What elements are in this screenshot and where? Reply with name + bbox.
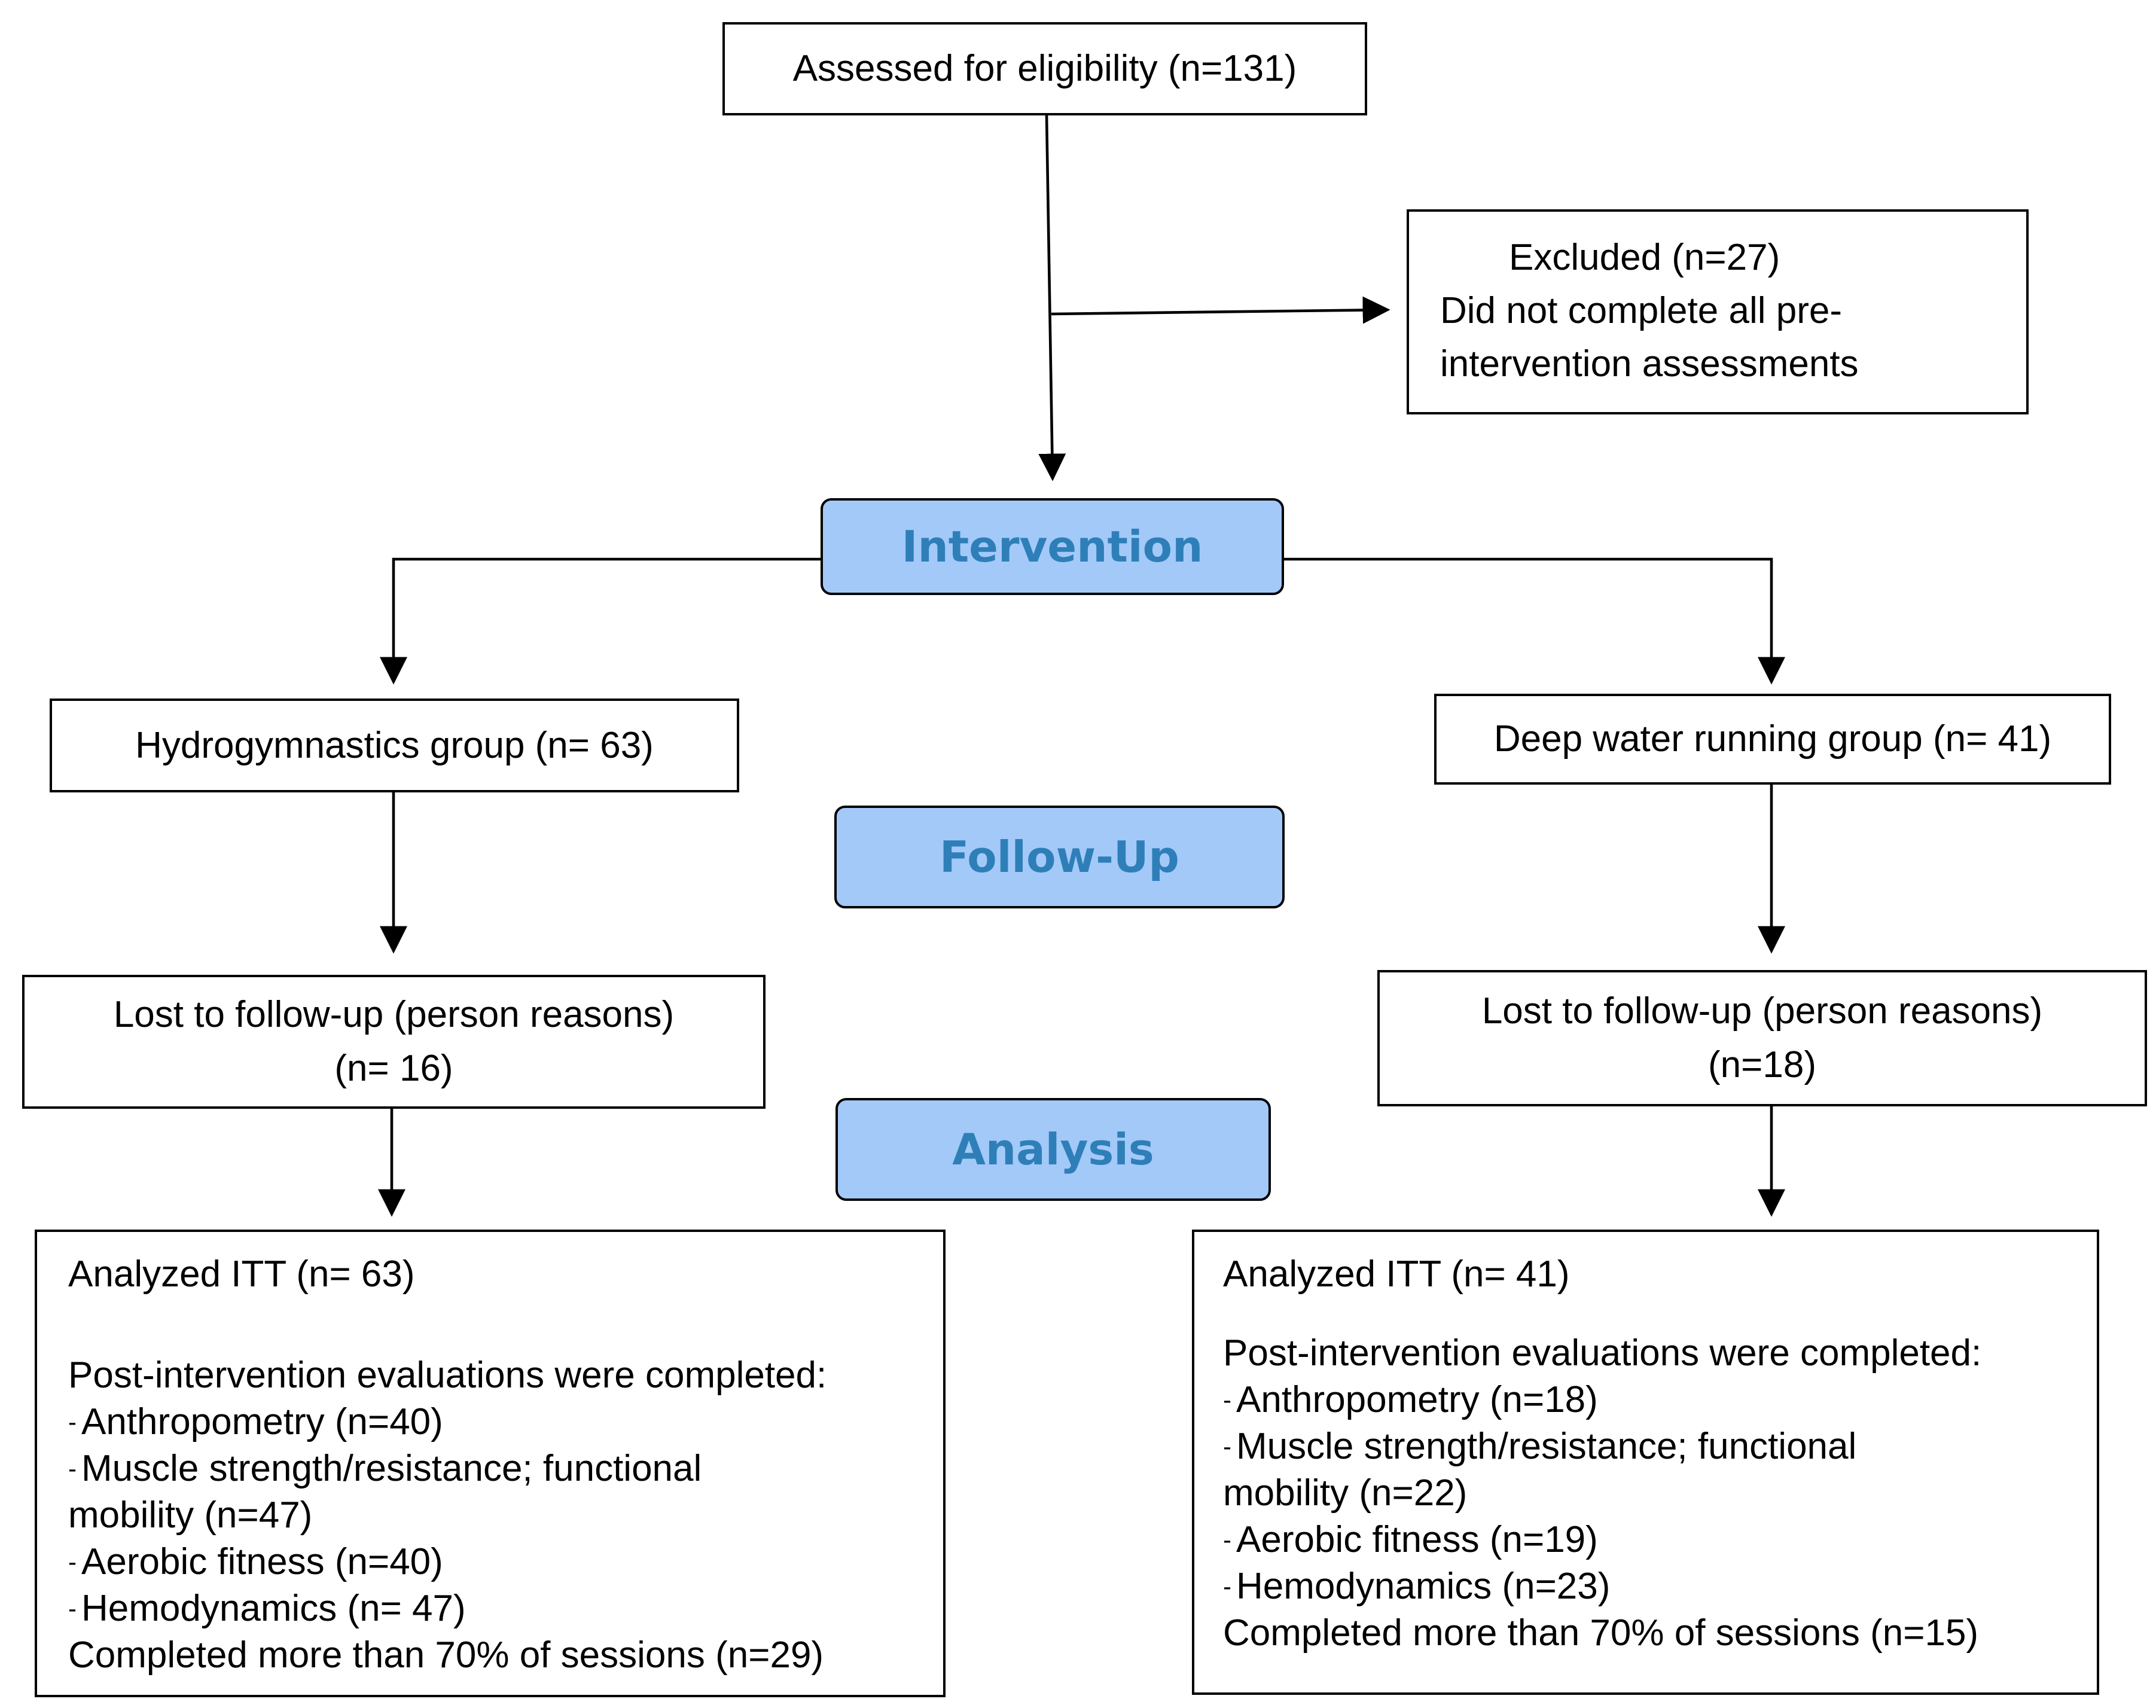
arrow-intervention-to-right-group bbox=[1284, 557, 1785, 685]
left-item-aerobic: -Aerobic fitness (n=40) bbox=[68, 1541, 443, 1582]
right-lost-line1: Lost to follow-up (person reasons) bbox=[1481, 990, 2043, 1032]
stage-intervention: Intervention bbox=[821, 498, 1284, 595]
excluded-box: Excluded (n=27) Did not complete all pre… bbox=[1407, 209, 2029, 414]
left-lost-followup-box: Lost to follow-up (person reasons) (n= 1… bbox=[22, 975, 766, 1109]
arrow-to-excluded bbox=[1051, 296, 1390, 324]
arrow-intervention-to-left-group bbox=[380, 557, 821, 685]
right-item-aerobic: -Aerobic fitness (n=19) bbox=[1223, 1519, 1598, 1560]
left-analyzed-title: Analyzed ITT (n= 63) bbox=[68, 1253, 415, 1295]
hydrogymnastics-group-label: Hydrogymnastics group (n= 63) bbox=[135, 724, 654, 766]
left-item-hemodynamics: -Hemodynamics (n= 47) bbox=[68, 1588, 466, 1629]
right-lost-followup-box: Lost to follow-up (person reasons) (n=18… bbox=[1377, 970, 2147, 1106]
left-completed: Completed more than 70% of sessions (n=2… bbox=[68, 1634, 824, 1676]
stage-follow-up-label: Follow-Up bbox=[940, 832, 1179, 882]
right-lost-line2: (n=18) bbox=[1708, 1044, 1816, 1085]
excluded-line1: Did not complete all pre- bbox=[1440, 290, 1842, 331]
right-item-hemodynamics: -Hemodynamics (n=23) bbox=[1223, 1566, 1611, 1607]
stage-follow-up: Follow-Up bbox=[834, 806, 1285, 908]
deep-water-running-group-box: Deep water running group (n= 41) bbox=[1434, 694, 2111, 785]
stage-intervention-label: Intervention bbox=[901, 521, 1203, 572]
right-post-header: Post-intervention evaluations were compl… bbox=[1223, 1332, 1982, 1374]
excluded-title: Excluded (n=27) bbox=[1509, 237, 1780, 278]
right-completed: Completed more than 70% of sessions (n=1… bbox=[1223, 1612, 1979, 1654]
right-item-anthropometry: -Anthropometry (n=18) bbox=[1223, 1379, 1598, 1420]
stage-analysis-label: Analysis bbox=[952, 1124, 1154, 1175]
deep-water-running-group-label: Deep water running group (n= 41) bbox=[1493, 718, 2052, 760]
left-lost-line2: (n= 16) bbox=[334, 1048, 453, 1089]
assessed-label: Assessed for eligibility (n=131) bbox=[792, 48, 1297, 89]
right-item-muscle-cont: mobility (n=22) bbox=[1223, 1472, 1468, 1514]
left-post-header: Post-intervention evaluations were compl… bbox=[68, 1355, 827, 1396]
arrow-assessed-to-intervention bbox=[1038, 114, 1066, 481]
excluded-line2: intervention assessments bbox=[1440, 343, 1859, 385]
stage-analysis: Analysis bbox=[835, 1098, 1271, 1201]
right-analyzed-box: Analyzed ITT (n= 41) Post-intervention e… bbox=[1192, 1230, 2099, 1695]
right-analyzed-title: Analyzed ITT (n= 41) bbox=[1223, 1253, 1570, 1295]
left-analyzed-box: Analyzed ITT (n= 63) Post-intervention e… bbox=[35, 1230, 946, 1697]
hydrogymnastics-group-box: Hydrogymnastics group (n= 63) bbox=[50, 699, 739, 792]
left-item-muscle: -Muscle strength/resistance; functional bbox=[68, 1448, 702, 1489]
left-lost-line1: Lost to follow-up (person reasons) bbox=[113, 994, 675, 1035]
left-item-anthropometry: -Anthropometry (n=40) bbox=[68, 1401, 443, 1442]
right-item-muscle: -Muscle strength/resistance; functional bbox=[1223, 1426, 1857, 1467]
assessed-box: Assessed for eligibility (n=131) bbox=[722, 22, 1367, 115]
left-item-muscle-cont: mobility (n=47) bbox=[68, 1494, 313, 1536]
